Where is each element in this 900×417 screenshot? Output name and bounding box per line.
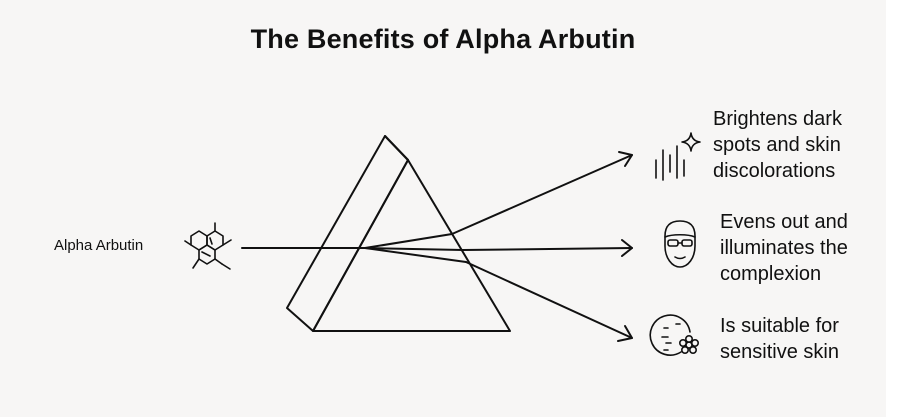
sparkle-lines-icon <box>655 132 701 181</box>
source-label: Alpha Arbutin <box>54 237 144 254</box>
prism <box>286 135 511 332</box>
arrow-to-benefit-1 <box>451 151 633 235</box>
face-flower-icon <box>649 314 699 356</box>
benefit-3-text: Is suitable for sensitive skin <box>720 313 839 365</box>
benefit-1-line-3: discolorations <box>713 160 836 182</box>
page-title: The Benefits of Alpha Arbutin <box>250 24 636 54</box>
benefit-2-text: Evens out and illuminates the complexion <box>720 209 848 287</box>
benefit-3-line-2: sensitive skin <box>720 341 839 363</box>
face-glasses-icon <box>664 220 696 268</box>
refracted-beams <box>364 233 467 263</box>
arrow-to-benefit-3 <box>465 261 633 342</box>
benefit-1-line-1: Brightens dark <box>713 108 842 130</box>
benefit-1-line-2: spots and skin <box>713 134 841 156</box>
benefit-2-line-2: illuminates the <box>720 237 848 259</box>
molecule-icon <box>184 222 232 270</box>
arrow-to-benefit-2 <box>462 239 633 257</box>
benefit-2-line-1: Evens out and <box>720 211 848 233</box>
benefit-1-text: Brightens dark spots and skin discolorat… <box>713 106 842 184</box>
benefit-3-line-1: Is suitable for <box>720 315 839 337</box>
benefit-2-line-3: complexion <box>720 263 822 285</box>
